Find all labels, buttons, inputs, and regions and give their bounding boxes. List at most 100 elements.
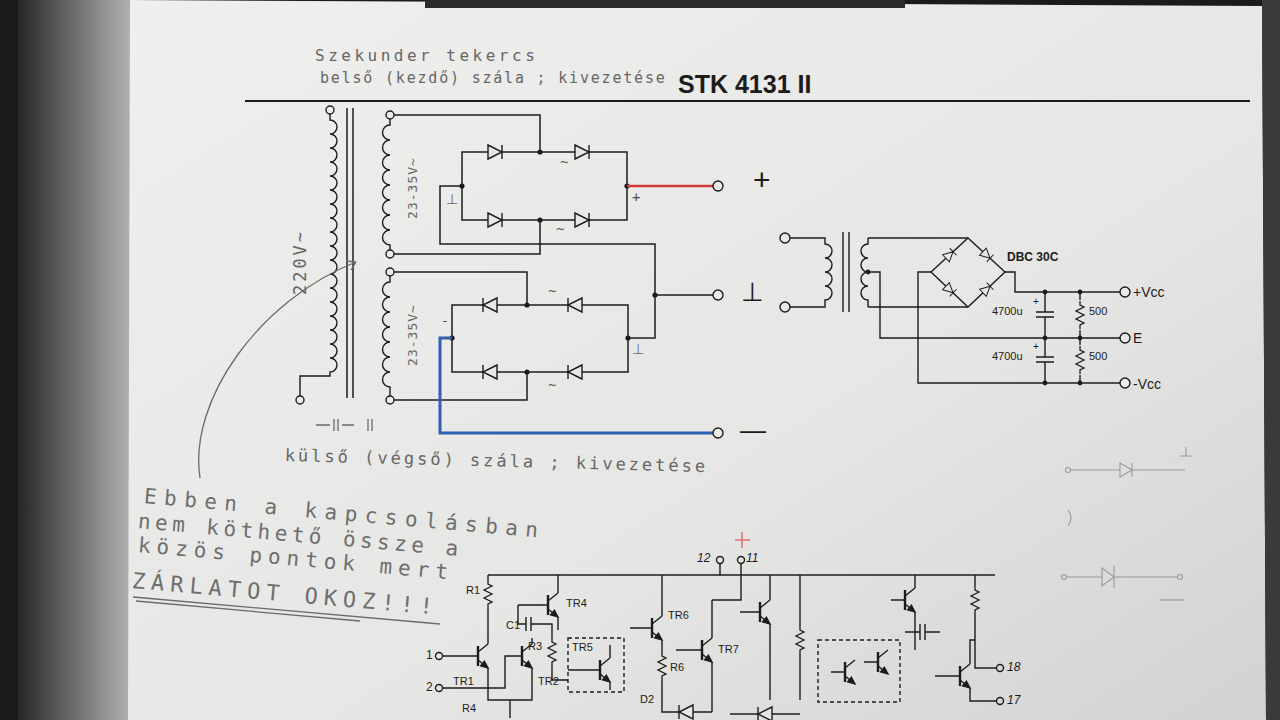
diode-symbol xyxy=(679,705,772,720)
pencil-note: külső (végső) szála ; kivezetése xyxy=(285,447,709,475)
transistor-symbol xyxy=(688,638,712,662)
pin-number: 12 xyxy=(697,552,710,564)
terminal-label: +Vcc xyxy=(1133,285,1165,299)
polarity-mark: + xyxy=(632,190,640,204)
transformer-symbol xyxy=(386,396,394,404)
junction-dot xyxy=(625,335,630,340)
part-label: TR6 xyxy=(668,610,689,621)
margin-sketch xyxy=(1178,575,1183,580)
power-supply-schematic xyxy=(918,272,1120,383)
polarity-mark: + xyxy=(1033,297,1039,307)
junction-dot xyxy=(1078,336,1083,341)
transformer-symbol xyxy=(383,119,390,250)
power-supply-schematic xyxy=(780,233,790,243)
part-label: R1 xyxy=(466,585,480,596)
amplifier-schematic xyxy=(487,575,488,644)
pencil-marks xyxy=(199,261,356,478)
amplifier-schematic xyxy=(488,668,532,718)
power-supply-schematic xyxy=(1005,272,1120,292)
ac-mark: ~ xyxy=(560,155,568,169)
title-rule xyxy=(245,100,1250,102)
terminal-label: ⊥ xyxy=(741,279,764,305)
amplifier-schematic xyxy=(436,685,443,692)
output-terminal xyxy=(713,181,723,438)
ac-mark: ~ xyxy=(548,378,556,392)
voltage-label: 23-35V~ xyxy=(406,157,419,219)
transformer-symbol xyxy=(347,108,353,398)
transistor-symbol xyxy=(464,644,488,668)
resistor-symbol xyxy=(484,580,492,608)
wire xyxy=(394,372,527,400)
diode-symbol xyxy=(483,145,589,379)
pencil-marks xyxy=(735,532,750,548)
margin-sketch xyxy=(1160,599,1184,600)
pencil-note: Szekunder tekercs xyxy=(315,48,538,64)
terminal-label: E xyxy=(1133,331,1142,345)
junction-dot xyxy=(1078,381,1083,386)
power-supply-schematic xyxy=(790,238,832,307)
diode-symbol xyxy=(488,145,502,159)
amplifier-schematic xyxy=(905,624,940,640)
terminal-label: + xyxy=(753,165,771,195)
voltage-label: 220V~ xyxy=(292,229,309,295)
margin-sketch xyxy=(1180,447,1192,456)
wire xyxy=(394,220,540,254)
margin-sketch xyxy=(1070,463,1185,477)
power-supply-schematic xyxy=(931,238,1005,307)
output-terminal xyxy=(713,290,723,300)
junction-dot xyxy=(1043,381,1048,386)
diode-symbol xyxy=(943,248,957,262)
diode-symbol xyxy=(943,283,957,297)
junction-dot xyxy=(524,302,529,307)
title-rule xyxy=(245,101,1250,102)
margin-sketch xyxy=(1066,566,1178,588)
diode-symbol xyxy=(980,283,994,297)
amplifier-schematic xyxy=(436,653,443,660)
junction-dot xyxy=(1078,290,1083,295)
junction-dot xyxy=(652,292,657,297)
transistor-symbol xyxy=(746,600,770,624)
diode-symbol xyxy=(575,145,589,159)
amplifier-schematic xyxy=(818,640,900,702)
pin-number: 11 xyxy=(746,552,758,564)
transistor-symbol xyxy=(586,658,610,682)
wire xyxy=(655,294,713,296)
resistor-symbol xyxy=(1076,301,1084,374)
margin-sketch xyxy=(1068,510,1071,526)
wire xyxy=(394,115,540,152)
pin-number: 18 xyxy=(1007,661,1020,673)
transistor-symbol xyxy=(831,660,855,684)
diode-symbol xyxy=(483,365,497,379)
diode-symbol xyxy=(943,248,994,296)
transistor-symbol xyxy=(464,588,970,688)
margin-sketch xyxy=(1062,575,1067,580)
diode-symbol xyxy=(980,248,994,262)
junction-dot xyxy=(524,369,529,374)
transformer-symbol xyxy=(326,106,334,114)
diode-symbol xyxy=(483,298,497,312)
negative-wire xyxy=(440,338,713,433)
junction-dot xyxy=(866,270,871,275)
power-supply-schematic xyxy=(843,232,849,312)
terminal-label: — xyxy=(740,417,766,443)
transformer-symbol xyxy=(386,268,394,276)
ac-mark: ~ xyxy=(548,284,556,298)
resistor-symbol xyxy=(1076,301,1084,329)
polarity-mark: ⊥ xyxy=(446,192,458,206)
part-label: C1 xyxy=(506,620,520,631)
transistor-symbol xyxy=(946,664,970,688)
margin-sketch xyxy=(1066,468,1071,473)
junction-dot xyxy=(537,217,542,222)
pencil-marks xyxy=(316,419,372,431)
amplifier-schematic xyxy=(443,656,509,688)
wire xyxy=(394,115,713,400)
output-terminal xyxy=(713,428,723,438)
photo-background xyxy=(1262,0,1280,720)
positive-wire xyxy=(627,186,713,187)
part-label: TR2 xyxy=(538,676,559,687)
transformer-symbol xyxy=(386,111,394,119)
photo-background xyxy=(18,0,133,720)
pin-number: 2 xyxy=(426,681,433,693)
part-label: TR5 xyxy=(572,642,593,653)
